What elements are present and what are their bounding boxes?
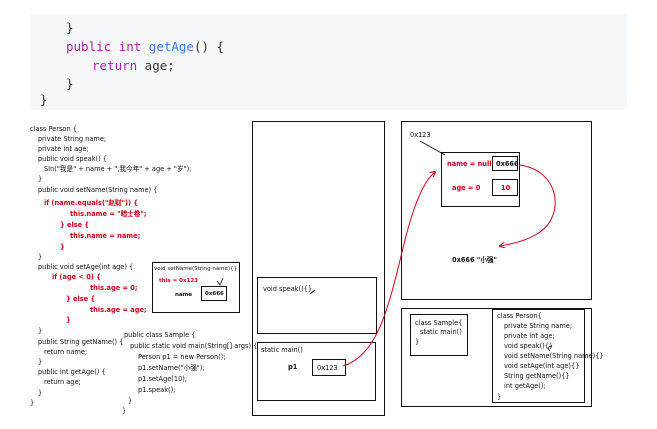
frame-header: void speak(){} xyxy=(263,285,313,293)
code-line: if (age < 0) { xyxy=(52,273,101,281)
string-object: 0x666 "小强" xyxy=(452,256,497,264)
code-line: } xyxy=(66,76,74,91)
code-line: public int getAge() { xyxy=(38,368,106,376)
age-value: 10 xyxy=(501,184,511,192)
code-line: class Person { xyxy=(30,125,77,133)
code-line: this.name = name; xyxy=(70,232,141,240)
code-line: return age; xyxy=(44,378,81,386)
frame-header: void setName(String name){} xyxy=(154,266,238,272)
sample-class-box: class Sample{ static main() } xyxy=(410,314,468,356)
code-line: } xyxy=(38,175,43,183)
code-line: public static void main(String[] args) { xyxy=(130,342,258,350)
code-line: p1.setAge(10); xyxy=(138,375,188,383)
code-line: private int age; xyxy=(38,145,89,153)
method-area xyxy=(401,308,592,407)
code-line: } xyxy=(38,327,43,335)
class-line: private String name; xyxy=(504,322,573,330)
code-line: p1.speak(); xyxy=(138,386,176,394)
cursor-mark xyxy=(548,345,553,352)
code-line: return name; xyxy=(44,348,88,356)
code-line: public class Sample { xyxy=(124,331,196,339)
cursor-mark xyxy=(216,277,224,286)
class-line: void setAge(int age){} xyxy=(504,362,580,370)
class-line: String getName(){} xyxy=(504,372,570,380)
p1-value: 0x123 xyxy=(317,364,338,372)
code-line: } xyxy=(66,20,74,35)
p1-label: p1 xyxy=(288,363,298,371)
class-line: static main() xyxy=(420,328,462,336)
name-value-box: 0x666 xyxy=(492,156,519,171)
age-field: age = 0 xyxy=(452,184,481,192)
heap-region: 0x123 xyxy=(401,121,592,300)
class-line: private int age; xyxy=(504,332,555,340)
code-line: } xyxy=(60,243,65,251)
stack-region xyxy=(252,121,385,416)
p1-value-box: 0x123 xyxy=(312,359,346,376)
code-line: } else { xyxy=(66,295,96,303)
class-line: void speak(){} xyxy=(504,342,554,350)
person-class-box: class Person{ private String name; priva… xyxy=(492,309,604,403)
setname-frame: void setName(String name){} this = 0x123… xyxy=(152,262,240,313)
heap-address: 0x123 xyxy=(410,131,431,139)
class-line: } xyxy=(415,338,420,346)
name-value-box: 0x666 xyxy=(201,286,227,301)
main-frame: static main() p1 0x123 xyxy=(257,342,376,401)
speak-frame: void speak(){} xyxy=(257,277,377,334)
code-line: } xyxy=(40,92,48,107)
class-line: class Person{ xyxy=(497,312,542,320)
age-value-box: 10 xyxy=(492,179,518,196)
name-value: 0x666 xyxy=(205,291,224,297)
code-line: } xyxy=(66,316,71,324)
code-line: } xyxy=(128,397,133,405)
code-line: this.age = age; xyxy=(90,306,147,314)
code-line: private String name; xyxy=(38,135,107,143)
class-line: void setName(String name){} xyxy=(504,352,604,360)
p1-reference-arrow xyxy=(342,172,435,367)
frame-header: static main() xyxy=(261,346,303,354)
code-line: Person p1 = new Person(); xyxy=(138,353,226,361)
class-line: int getAge(); xyxy=(504,382,546,390)
name-label: name xyxy=(175,292,193,298)
cursor-mark xyxy=(309,289,316,295)
name-value: 0x666 xyxy=(496,160,519,168)
this-label: this = 0x123 xyxy=(159,278,198,284)
code-line: public void setName(String name) { xyxy=(38,186,158,194)
code-line: public int getAge() { xyxy=(66,39,225,54)
code-line: this.name = "暗士卷"; xyxy=(70,210,147,218)
class-line: } xyxy=(497,393,502,401)
code-line: } xyxy=(122,407,127,415)
class-line: class Sample{ xyxy=(415,319,463,327)
name-field: name = null xyxy=(447,160,492,168)
code-line: public String getName() { xyxy=(38,338,124,346)
person-object: name = null 0x666 age = 0 10 xyxy=(441,152,520,207)
code-line: } xyxy=(38,253,43,261)
code-line: public void setAge(int age) { xyxy=(38,263,134,271)
code-line: } xyxy=(38,358,43,366)
name-reference-arrow xyxy=(500,164,556,246)
code-line: } xyxy=(30,399,35,407)
code-line: p1.setName("小强"); xyxy=(138,364,205,372)
code-line: if (name.equals("赵财")) { xyxy=(44,199,139,207)
code-line: } xyxy=(38,389,43,397)
code-line: return age; xyxy=(92,58,175,73)
code-line: } else { xyxy=(60,221,90,229)
code-line: public void speak() { xyxy=(38,155,107,163)
address-pointer-line xyxy=(419,140,446,156)
code-block: } public int getAge() { return age; } } xyxy=(30,14,627,110)
code-line: SIn("我是" + name + ",我今年" + age + "岁"); xyxy=(44,165,192,173)
code-line: this.age = 0; xyxy=(90,284,138,292)
